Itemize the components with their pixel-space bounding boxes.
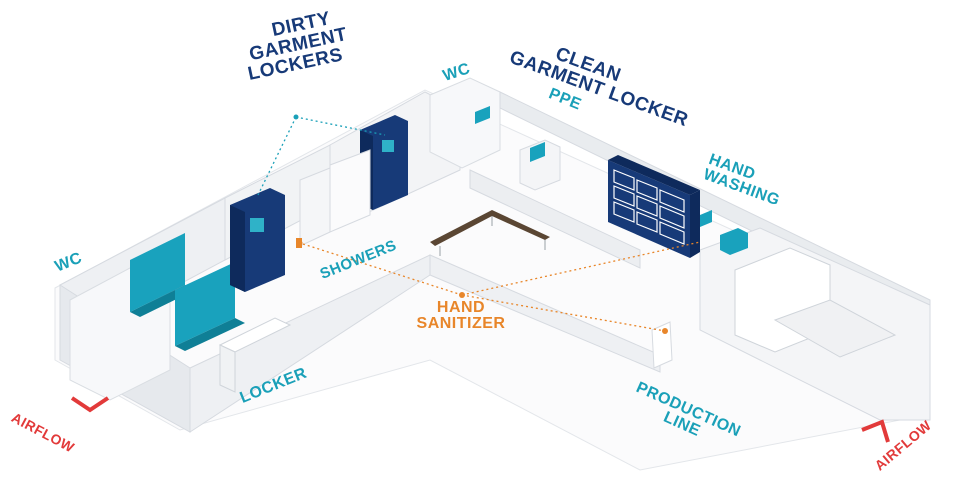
leader-dot-dirty — [293, 114, 299, 120]
conveyor — [773, 299, 897, 358]
label-hand-sanitizer: HAND SANITIZER — [416, 299, 506, 332]
leader-dot-sanitizer-left — [297, 240, 303, 246]
showers — [299, 149, 371, 247]
sanitizer-stand-right — [651, 321, 673, 369]
hand-washing-station — [700, 210, 748, 255]
wall-production-front — [429, 254, 661, 373]
leader-dirty-lockers-2 — [295, 116, 386, 136]
center-table — [430, 210, 550, 256]
clean-locker-cells — [613, 169, 685, 245]
clean-garment-locker — [608, 155, 700, 258]
teal-lockers-row-2 — [175, 262, 245, 351]
airflow-arrow-left-icon — [70, 396, 110, 413]
airflow-arrow-right-icon — [861, 419, 890, 443]
leader-dot-sanitizer — [459, 292, 465, 298]
leader-sanitizer-left — [299, 242, 463, 296]
ppe-station — [475, 106, 561, 191]
dirty-locker-1 — [230, 188, 285, 292]
bench — [218, 317, 292, 393]
leader-sanitizer-up — [461, 241, 701, 296]
leader-sanitizer-right — [461, 294, 666, 332]
wall-right-inner — [469, 169, 641, 269]
wc-top-room — [429, 77, 501, 169]
